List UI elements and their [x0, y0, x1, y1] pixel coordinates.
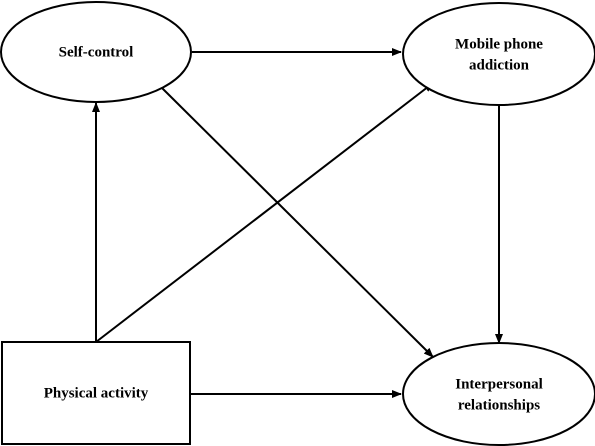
node-mobile-phone-addiction: Mobile phone addiction	[402, 2, 595, 106]
edge-physical-activity-to-mobile-phone-addiction	[95, 82, 434, 343]
node-self-control-label: Self-control	[59, 44, 134, 60]
node-self-control: Self-control	[0, 1, 192, 103]
node-interpersonal-relationships-label-line2: relationships	[458, 397, 540, 413]
node-mobile-phone-addiction-label-line2: addiction	[469, 57, 530, 73]
node-interpersonal-relationships-label-line1: Interpersonal	[455, 376, 543, 392]
edge-self-control-to-interpersonal-relationships	[161, 87, 434, 358]
node-mobile-phone-addiction-label-line1: Mobile phone	[455, 36, 543, 52]
node-physical-activity: Physical activity	[1, 341, 191, 445]
node-interpersonal-relationships: Interpersonal relationships	[402, 342, 595, 446]
node-physical-activity-label: Physical activity	[44, 385, 149, 401]
